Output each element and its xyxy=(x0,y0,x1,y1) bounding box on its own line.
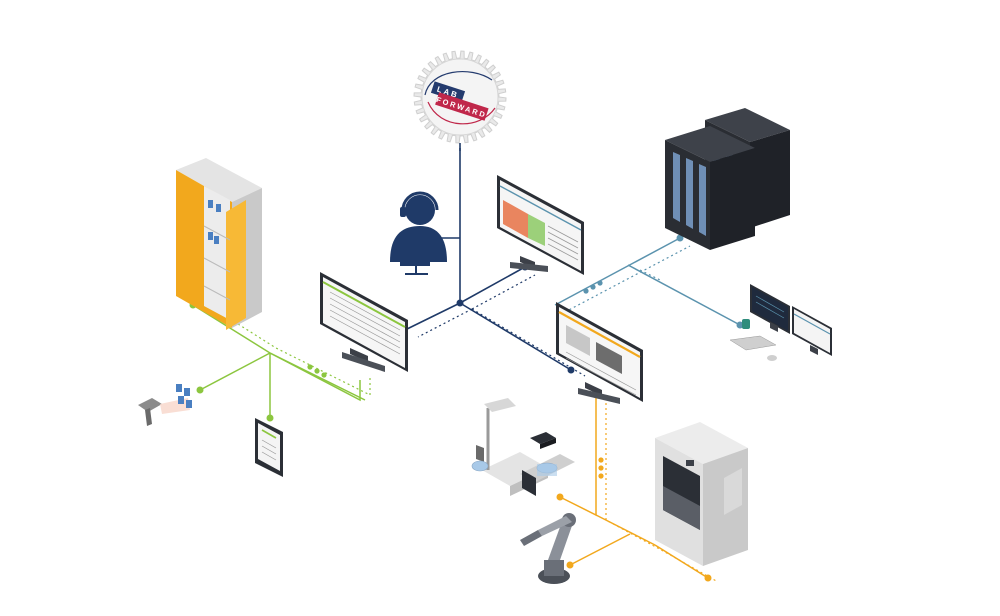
teal-connections xyxy=(554,237,741,326)
scanner-icon xyxy=(138,384,192,426)
connections-layer xyxy=(189,148,744,583)
monitor-right xyxy=(556,302,643,404)
stirrer-icon xyxy=(471,398,575,496)
server-icon xyxy=(665,108,790,250)
orange-connections xyxy=(559,398,709,579)
computer-workstation-icon xyxy=(729,284,832,361)
teal-nodes xyxy=(583,234,744,329)
orange-nodes xyxy=(556,457,712,582)
monitor-top xyxy=(497,175,584,275)
monitor-left xyxy=(320,272,408,372)
orange-dotted-connections xyxy=(605,398,719,583)
fume-hood-icon xyxy=(655,422,748,566)
headset-user-icon xyxy=(390,191,447,275)
cabinet-icon xyxy=(176,158,262,330)
tablet-icon xyxy=(255,418,283,477)
server-rack-front xyxy=(665,126,755,250)
navy-dotted-connections xyxy=(417,274,586,377)
teal-dotted-connections xyxy=(564,245,691,313)
eln-gear-logo: LAB FORWARD xyxy=(413,50,507,151)
navy-connections xyxy=(404,148,572,371)
robot-arm-icon xyxy=(520,513,576,584)
green-nodes xyxy=(189,301,327,422)
green-connections xyxy=(192,304,366,418)
